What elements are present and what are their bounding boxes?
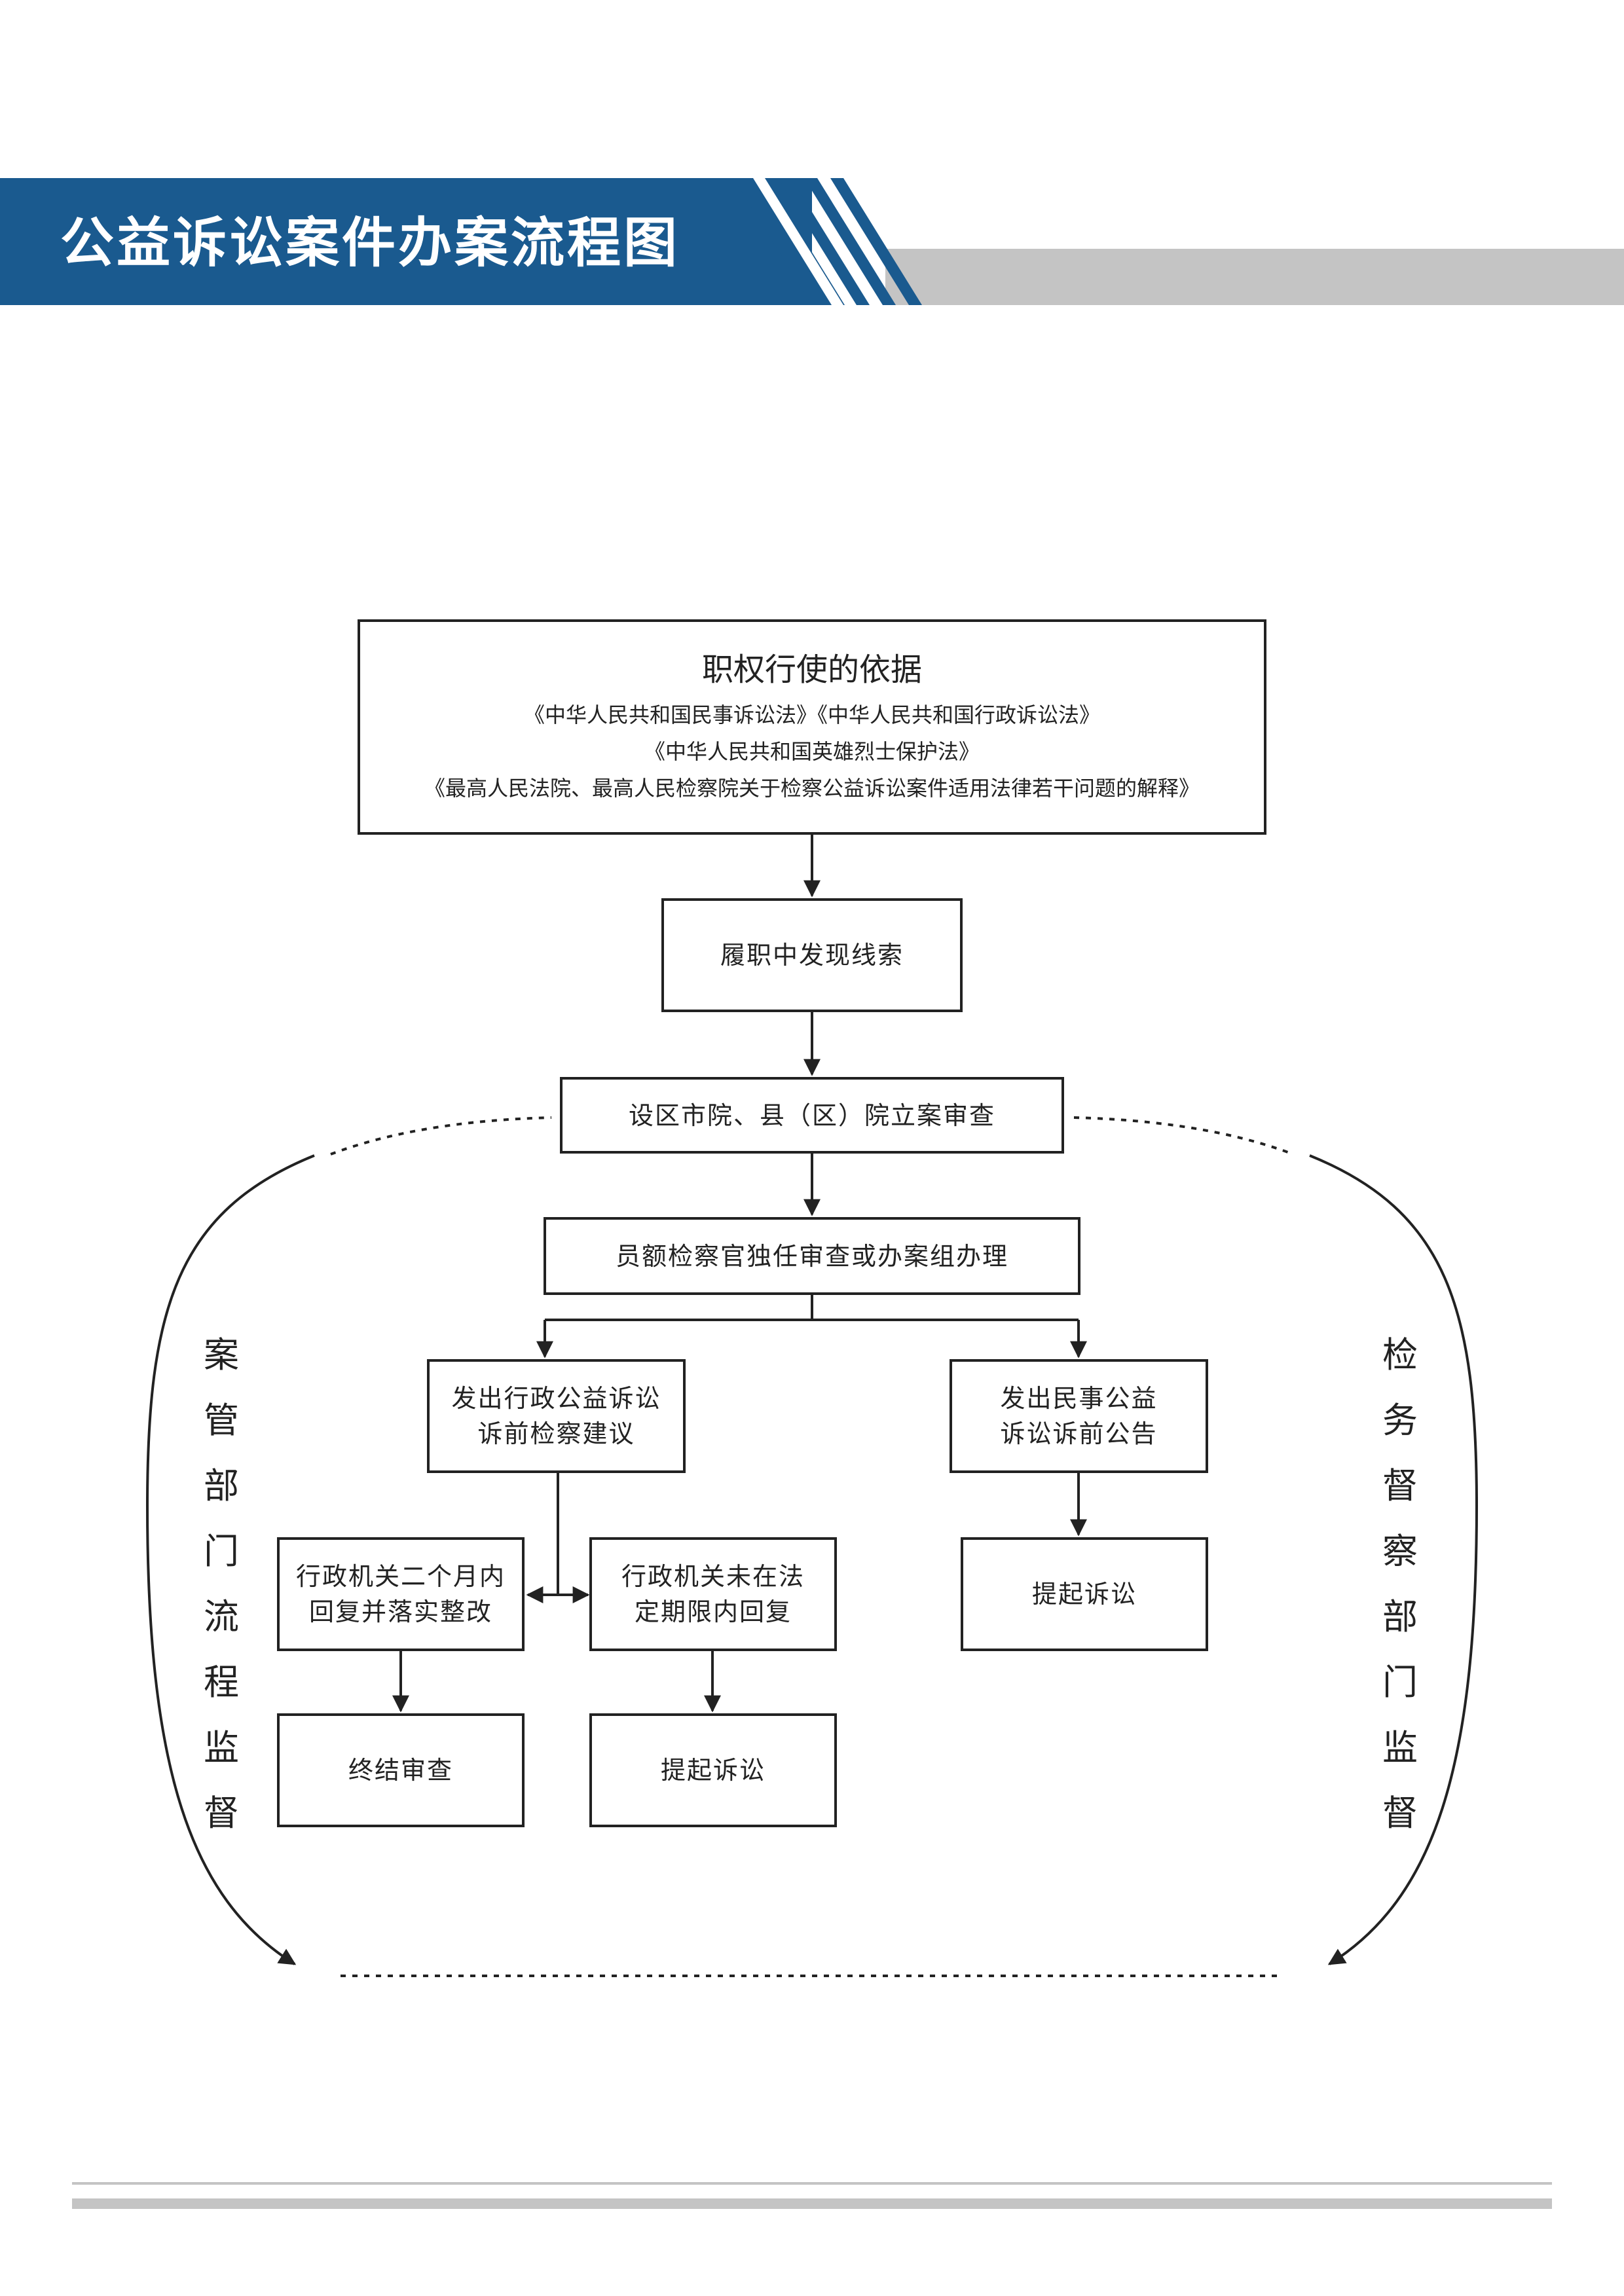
admin-lawsuit-label: 提起诉讼: [660, 1756, 766, 1785]
terminate-label: 终结审查: [348, 1756, 453, 1785]
dotted-arc-left: [330, 1116, 552, 1156]
admin-suggestion-box: 发出行政公益诉讼 诉前检察建议: [427, 1359, 686, 1473]
clue-box: 履职中发现线索: [661, 898, 963, 1012]
left-label-char: 监: [204, 1727, 239, 1768]
left-side-label: 案 管 部 门 流 程 监 督: [195, 1322, 248, 1846]
civil-lawsuit-box: 提起诉讼: [961, 1537, 1208, 1651]
right-label-char: 部: [1382, 1596, 1418, 1637]
right-label-char: 察: [1382, 1531, 1418, 1572]
filing-box: 设区市院、县（区）院立案审查: [560, 1077, 1064, 1154]
civil-notice-box: 发出民事公益 诉讼诉前公告: [950, 1359, 1208, 1473]
left-label-char: 部: [204, 1465, 239, 1506]
right-label-char: 门: [1382, 1662, 1418, 1703]
admin-reply-ok-box: 行政机关二个月内 回复并落实整改: [277, 1537, 525, 1651]
admin-reply-late-box: 行政机关未在法 定期限内回复: [589, 1537, 837, 1651]
left-label-char: 门: [204, 1531, 239, 1572]
right-side-label: 检 务 督 察 部 门 监 督: [1374, 1322, 1426, 1846]
admin-suggestion-line-2: 诉前检察建议: [477, 1419, 635, 1448]
handling-box: 员额检察官独任审查或办案组办理: [544, 1217, 1080, 1295]
filing-label: 设区市院、县（区）院立案审查: [628, 1101, 995, 1130]
header-stripes-decoration: [733, 178, 922, 305]
right-label-char: 务: [1382, 1400, 1418, 1441]
admin-lawsuit-box: 提起诉讼: [589, 1713, 837, 1827]
left-label-char: 程: [204, 1662, 239, 1703]
admin-reply-late-line-1: 行政机关未在法: [621, 1562, 805, 1591]
left-supervision-curve: [145, 1154, 315, 1965]
left-label-char: 流: [204, 1596, 239, 1637]
admin-reply-ok-line-1: 行政机关二个月内: [295, 1562, 506, 1591]
header-band: [0, 178, 812, 305]
left-label-char: 督: [204, 1793, 239, 1834]
civil-notice-line-2: 诉讼诉前公告: [1000, 1419, 1158, 1448]
handling-label: 员额检察官独任审查或办案组办理: [615, 1241, 1008, 1271]
basis-law-2: 《中华人民共和国英雄烈士保护法》: [644, 738, 980, 764]
footer-line-thick: [72, 2198, 1552, 2209]
right-label-char: 监: [1382, 1727, 1418, 1768]
civil-lawsuit-label: 提起诉讼: [1031, 1580, 1137, 1609]
civil-notice-line-1: 发出民事公益: [1000, 1384, 1158, 1413]
right-label-char: 检: [1382, 1334, 1418, 1376]
terminate-box: 终结审查: [277, 1713, 525, 1827]
header-gray-band: [885, 249, 1624, 305]
left-label-char: 管: [204, 1400, 239, 1441]
basis-box: 职权行使的依据 《中华人民共和国民事诉讼法》《中华人民共和国行政诉讼法》 《中华…: [358, 619, 1266, 835]
admin-reply-late-line-2: 定期限内回复: [634, 1597, 792, 1626]
basis-law-1: 《中华人民共和国民事诉讼法》《中华人民共和国行政诉讼法》: [523, 702, 1100, 727]
left-label-char: 案: [204, 1334, 239, 1376]
page-title: 公益诉讼案件办案流程图: [60, 212, 680, 274]
right-label-char: 督: [1382, 1465, 1418, 1506]
admin-reply-ok-line-2: 回复并落实整改: [308, 1597, 492, 1626]
basis-title: 职权行使的依据: [701, 651, 922, 688]
dotted-arc-right: [1073, 1116, 1294, 1156]
right-label-char: 督: [1382, 1793, 1418, 1834]
right-supervision-curve: [1309, 1154, 1479, 1965]
clue-label: 履职中发现线索: [720, 941, 904, 970]
basis-law-3: 《最高人民法院、最高人民检察院关于检察公益诉讼案件适用法律若干问题的解释》: [424, 775, 1200, 801]
footer-line-thin: [72, 2182, 1552, 2185]
admin-suggestion-line-1: 发出行政公益诉讼: [451, 1384, 661, 1413]
